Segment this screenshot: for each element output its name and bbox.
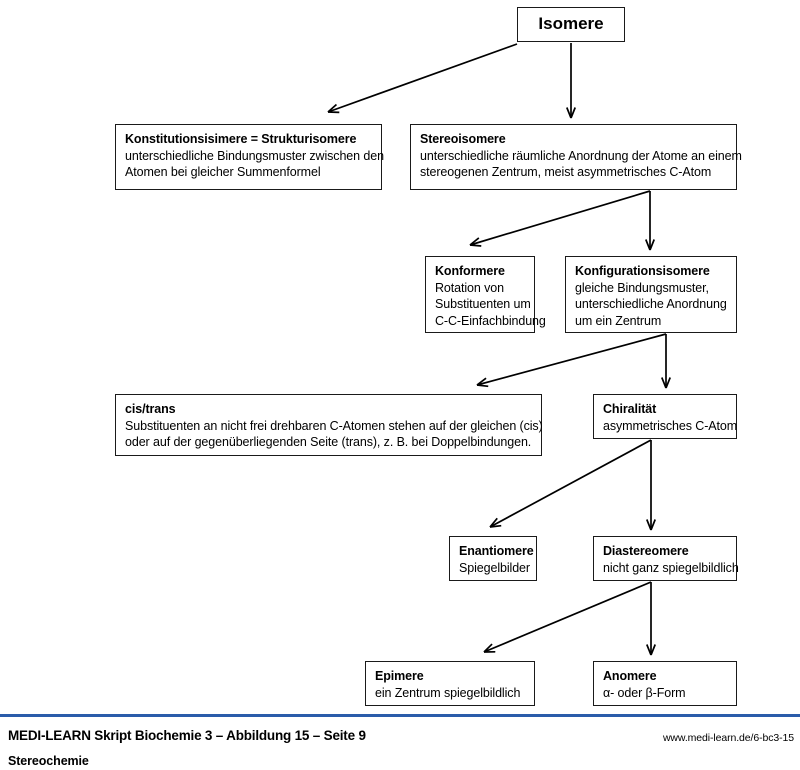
desc-line: ein Zentrum spiegelbildlich <box>375 685 521 700</box>
footer-url[interactable]: www.medi-learn.de/6-bc3-15 <box>662 732 794 744</box>
footer-source-caption: MEDI-LEARN Skript Biochemie 3 – Abbildun… <box>8 728 366 743</box>
edge-isomere-to-konstitutionsisomere <box>327 43 518 114</box>
desc-line: Atomen bei gleicher Summenformel <box>125 165 321 179</box>
footer-subtitle: Stereochemie <box>8 754 89 768</box>
node-anomere-title: Anomere <box>603 669 657 683</box>
node-enantiomere-title: Enantiomere <box>459 544 534 558</box>
node-diastereomere-title: Diastereomere <box>603 544 689 558</box>
node-konfigurationsisomere-title: Konfigurationsisomere <box>575 264 710 278</box>
node-epimere-title: Epimere <box>375 669 424 683</box>
node-cis-trans-desc: Substituenten an nicht frei drehbaren C-… <box>125 418 543 451</box>
node-anomere-desc: α- oder β-Form <box>603 685 727 702</box>
node-enantiomere-desc: Spiegelbilder <box>459 560 530 577</box>
edge-konfigurationsisomere-to-cistrans <box>476 333 667 388</box>
edge-stereoisomere-to-konformere <box>469 190 651 247</box>
desc-line: unterschiedliche räumliche Anordnung der… <box>420 148 742 163</box>
node-enantiomere[interactable]: Enantiomere Spiegelbilder <box>449 536 537 581</box>
node-stereoisomere[interactable]: Stereoisomere unterschiedliche räumliche… <box>410 124 742 190</box>
node-konformere-title: Konformere <box>435 264 505 278</box>
node-diastereomere[interactable]: Diastereomere nicht ganz spiegelbildlich <box>593 536 739 581</box>
node-konfigurationsisomere[interactable]: Konfigurationsisomere gleiche Bindungsmu… <box>565 256 737 333</box>
desc-line: oder auf der gegenüberliegenden Seite (t… <box>125 435 532 449</box>
edge-diastereomere-to-epimere <box>483 581 652 653</box>
node-konformere[interactable]: Konformere Rotation von Substituenten um… <box>425 256 546 333</box>
node-chiralitaet[interactable]: Chiralität asymmetrisches C-Atom <box>593 394 737 439</box>
arrow-connector-layer <box>327 43 671 656</box>
desc-line: stereogenen Zentrum, meist asymmetrische… <box>420 165 712 179</box>
node-konformere-desc: Rotation von Substituenten um C-C-Einfac… <box>435 280 546 330</box>
desc-line: Rotation von <box>435 280 504 295</box>
node-chiralitaet-title: Chiralität <box>603 402 657 416</box>
node-konfigurationsisomere-desc: gleiche Bindungsmuster, unterschiedliche… <box>575 280 727 330</box>
node-stereoisomere-title: Stereoisomere <box>420 132 506 146</box>
desc-line: asymmetrisches C-Atom <box>603 418 738 433</box>
node-isomere[interactable]: Isomere <box>517 7 625 42</box>
desc-line: nicht ganz spiegelbildlich <box>603 560 739 575</box>
node-konstitutionsisomere-title: Konstitutionsisimere = Strukturisomere <box>125 132 357 146</box>
node-anomere[interactable]: Anomere α- oder β-Form <box>593 661 737 706</box>
desc-line: gleiche Bindungsmuster, <box>575 280 709 295</box>
node-diastereomere-desc: nicht ganz spiegelbildlich <box>603 560 739 577</box>
node-epimere-desc: ein Zentrum spiegelbildlich <box>375 685 525 702</box>
desc-line: unterschiedliche Bindungsmuster zwischen… <box>125 148 384 163</box>
desc-line: C-C-Einfachbindung <box>435 313 546 328</box>
node-konstitutionsisomere-desc: unterschiedliche Bindungsmuster zwischen… <box>125 148 384 181</box>
node-chiralitaet-desc: asymmetrisches C-Atom <box>603 418 738 435</box>
node-epimere[interactable]: Epimere ein Zentrum spiegelbildlich <box>365 661 535 706</box>
desc-line: um ein Zentrum <box>575 313 662 328</box>
diagram-canvas: Isomere Konstitutionsisimere = Strukturi… <box>115 7 742 706</box>
footer-divider <box>0 714 800 717</box>
desc-line: Substituenten um <box>435 297 531 311</box>
page-footer: MEDI-LEARN Skript Biochemie 3 – Abbildun… <box>0 712 800 770</box>
desc-line: α- oder β-Form <box>603 685 686 700</box>
node-stereoisomere-desc: unterschiedliche räumliche Anordnung der… <box>420 148 742 181</box>
desc-line: Spiegelbilder <box>459 560 530 575</box>
node-cis-trans[interactable]: cis/trans Substituenten an nicht frei dr… <box>115 394 543 456</box>
node-cis-trans-title: cis/trans <box>125 402 176 416</box>
desc-line: Substituenten an nicht frei drehbaren C-… <box>125 418 543 433</box>
node-konstitutionsisomere[interactable]: Konstitutionsisimere = Strukturisomere u… <box>115 124 384 190</box>
desc-line: unterschiedliche Anordnung <box>575 297 727 311</box>
node-isomere-title: Isomere <box>538 14 604 34</box>
